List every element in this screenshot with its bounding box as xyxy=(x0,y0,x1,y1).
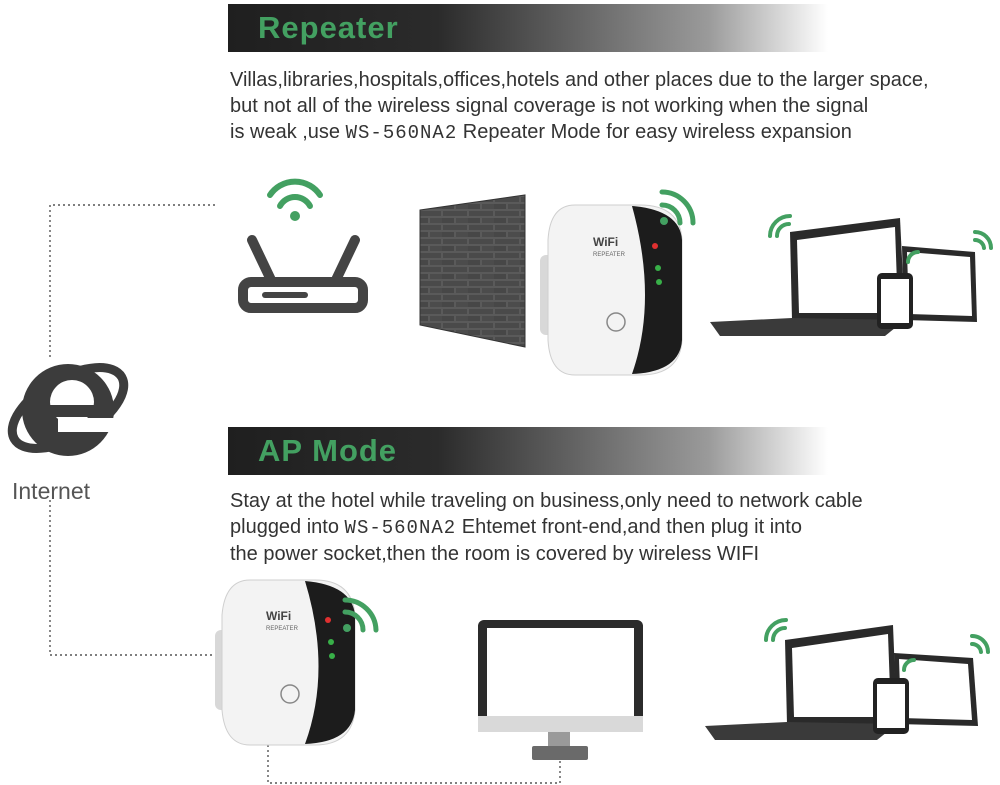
repeater-description-line-3-post: Repeater Mode for easy wireless expansio… xyxy=(457,121,852,143)
client-devices-bottom-wifi-icons xyxy=(764,618,990,672)
device-brand-text-bottom: WiFi xyxy=(266,609,291,623)
repeater-model-name: WS-560NA2 xyxy=(345,122,458,144)
repeater-description-line-2: but not all of the wireless signal cover… xyxy=(230,95,869,117)
repeater-title: Repeater xyxy=(258,10,399,45)
router-wifi-icon xyxy=(267,178,323,221)
ap-mode-description: Stay at the hotel while traveling on bus… xyxy=(230,488,980,567)
repeater-bottom-wifi-icon xyxy=(342,597,379,633)
repeater-top-wifi-icon xyxy=(659,189,696,226)
ap-mode-model-name: WS-560NA2 xyxy=(344,517,457,539)
ap-mode-banner: AP Mode xyxy=(228,427,828,475)
repeater-description-line-3: is weak ,use WS-560NA2 Repeater Mode for… xyxy=(230,119,980,146)
router-icon xyxy=(238,235,368,313)
internet-label: Internet xyxy=(12,478,90,504)
repeater-description-line-1: Villas,libraries,hospitals,offices,hotel… xyxy=(230,69,929,91)
repeater-description-line-3-pre: is weak ,use xyxy=(230,121,346,143)
ie-browser-icon xyxy=(7,363,129,456)
ap-mode-description-line-3: the power socket,then the room is covere… xyxy=(230,543,760,565)
client-devices-top-wifi-icons xyxy=(768,214,993,264)
repeater-device-bottom: WiFi REPEATER xyxy=(215,579,356,746)
ap-mode-description-line-1: Stay at the hotel while traveling on bus… xyxy=(230,490,863,512)
client-devices-bottom xyxy=(705,625,978,740)
brick-wall xyxy=(419,194,526,348)
device-model-text-bottom: REPEATER xyxy=(266,626,299,632)
repeater-description: Villas,libraries,hospitals,offices,hotel… xyxy=(230,67,980,146)
device-model-text-top: REPEATER xyxy=(593,252,626,258)
device-brand-text-top: WiFi xyxy=(593,235,618,249)
ap-mode-title: AP Mode xyxy=(258,433,398,468)
ap-mode-description-line-2-pre: plugged into xyxy=(230,516,345,538)
desktop-monitor-icon xyxy=(478,620,643,760)
repeater-banner: Repeater xyxy=(228,4,828,52)
ap-mode-description-line-2-post: Ehtemet front-end,and then plug it into xyxy=(456,516,802,538)
repeater-device-top: WiFi REPEATER xyxy=(540,204,683,376)
ap-mode-description-line-2: plugged into WS-560NA2 Ehtemet front-end… xyxy=(230,514,980,541)
client-devices-top xyxy=(710,218,977,336)
connection-lines xyxy=(49,204,561,784)
